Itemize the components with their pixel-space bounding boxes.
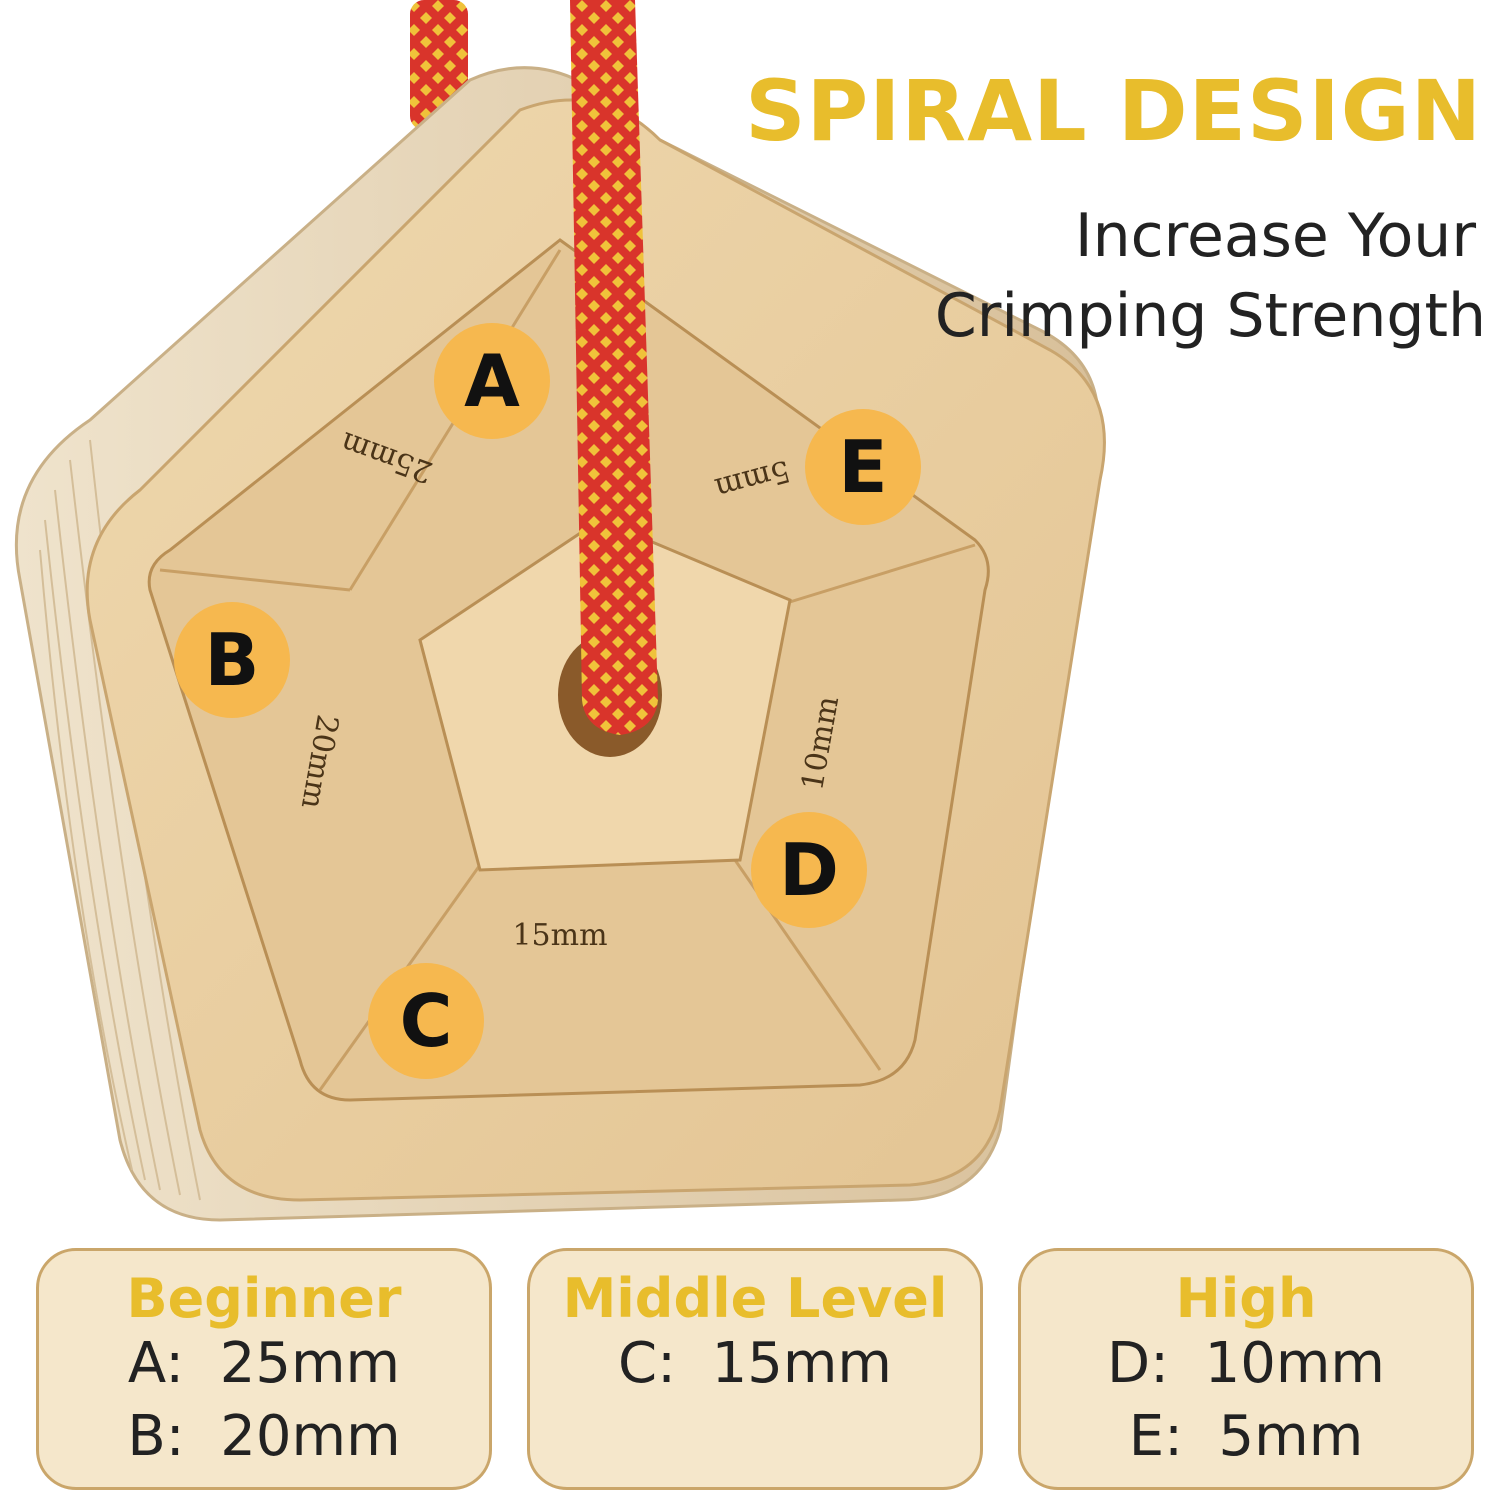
- level-card-high: High D: 10mm E: 5mm: [1018, 1248, 1474, 1490]
- level-title: Beginner: [126, 1267, 402, 1330]
- badge-b: B: [174, 602, 290, 718]
- badge-c: C: [368, 963, 484, 1079]
- level-size: A: 25mm: [127, 1331, 401, 1397]
- subtitle-line-1: Increase Your: [1074, 201, 1476, 271]
- badge-d: D: [751, 812, 867, 928]
- level-size: C: 15mm: [618, 1331, 892, 1397]
- level-title: High: [1175, 1267, 1317, 1330]
- engraving-c: 15mm: [512, 918, 607, 953]
- rope-front: [570, 0, 658, 735]
- level-size: B: 20mm: [127, 1404, 401, 1470]
- page-title: SPIRAL DESIGN: [745, 62, 1482, 160]
- level-size: E: 5mm: [1128, 1404, 1364, 1470]
- subtitle-line-2: Crimping Strength: [934, 281, 1486, 351]
- level-title: Middle Level: [562, 1267, 948, 1330]
- badge-e: E: [805, 409, 921, 525]
- level-card-middle: Middle Level C: 15mm: [527, 1248, 983, 1490]
- badge-a: A: [434, 323, 550, 439]
- level-size: D: 10mm: [1107, 1331, 1385, 1397]
- level-card-beginner: Beginner A: 25mm B: 20mm: [36, 1248, 492, 1490]
